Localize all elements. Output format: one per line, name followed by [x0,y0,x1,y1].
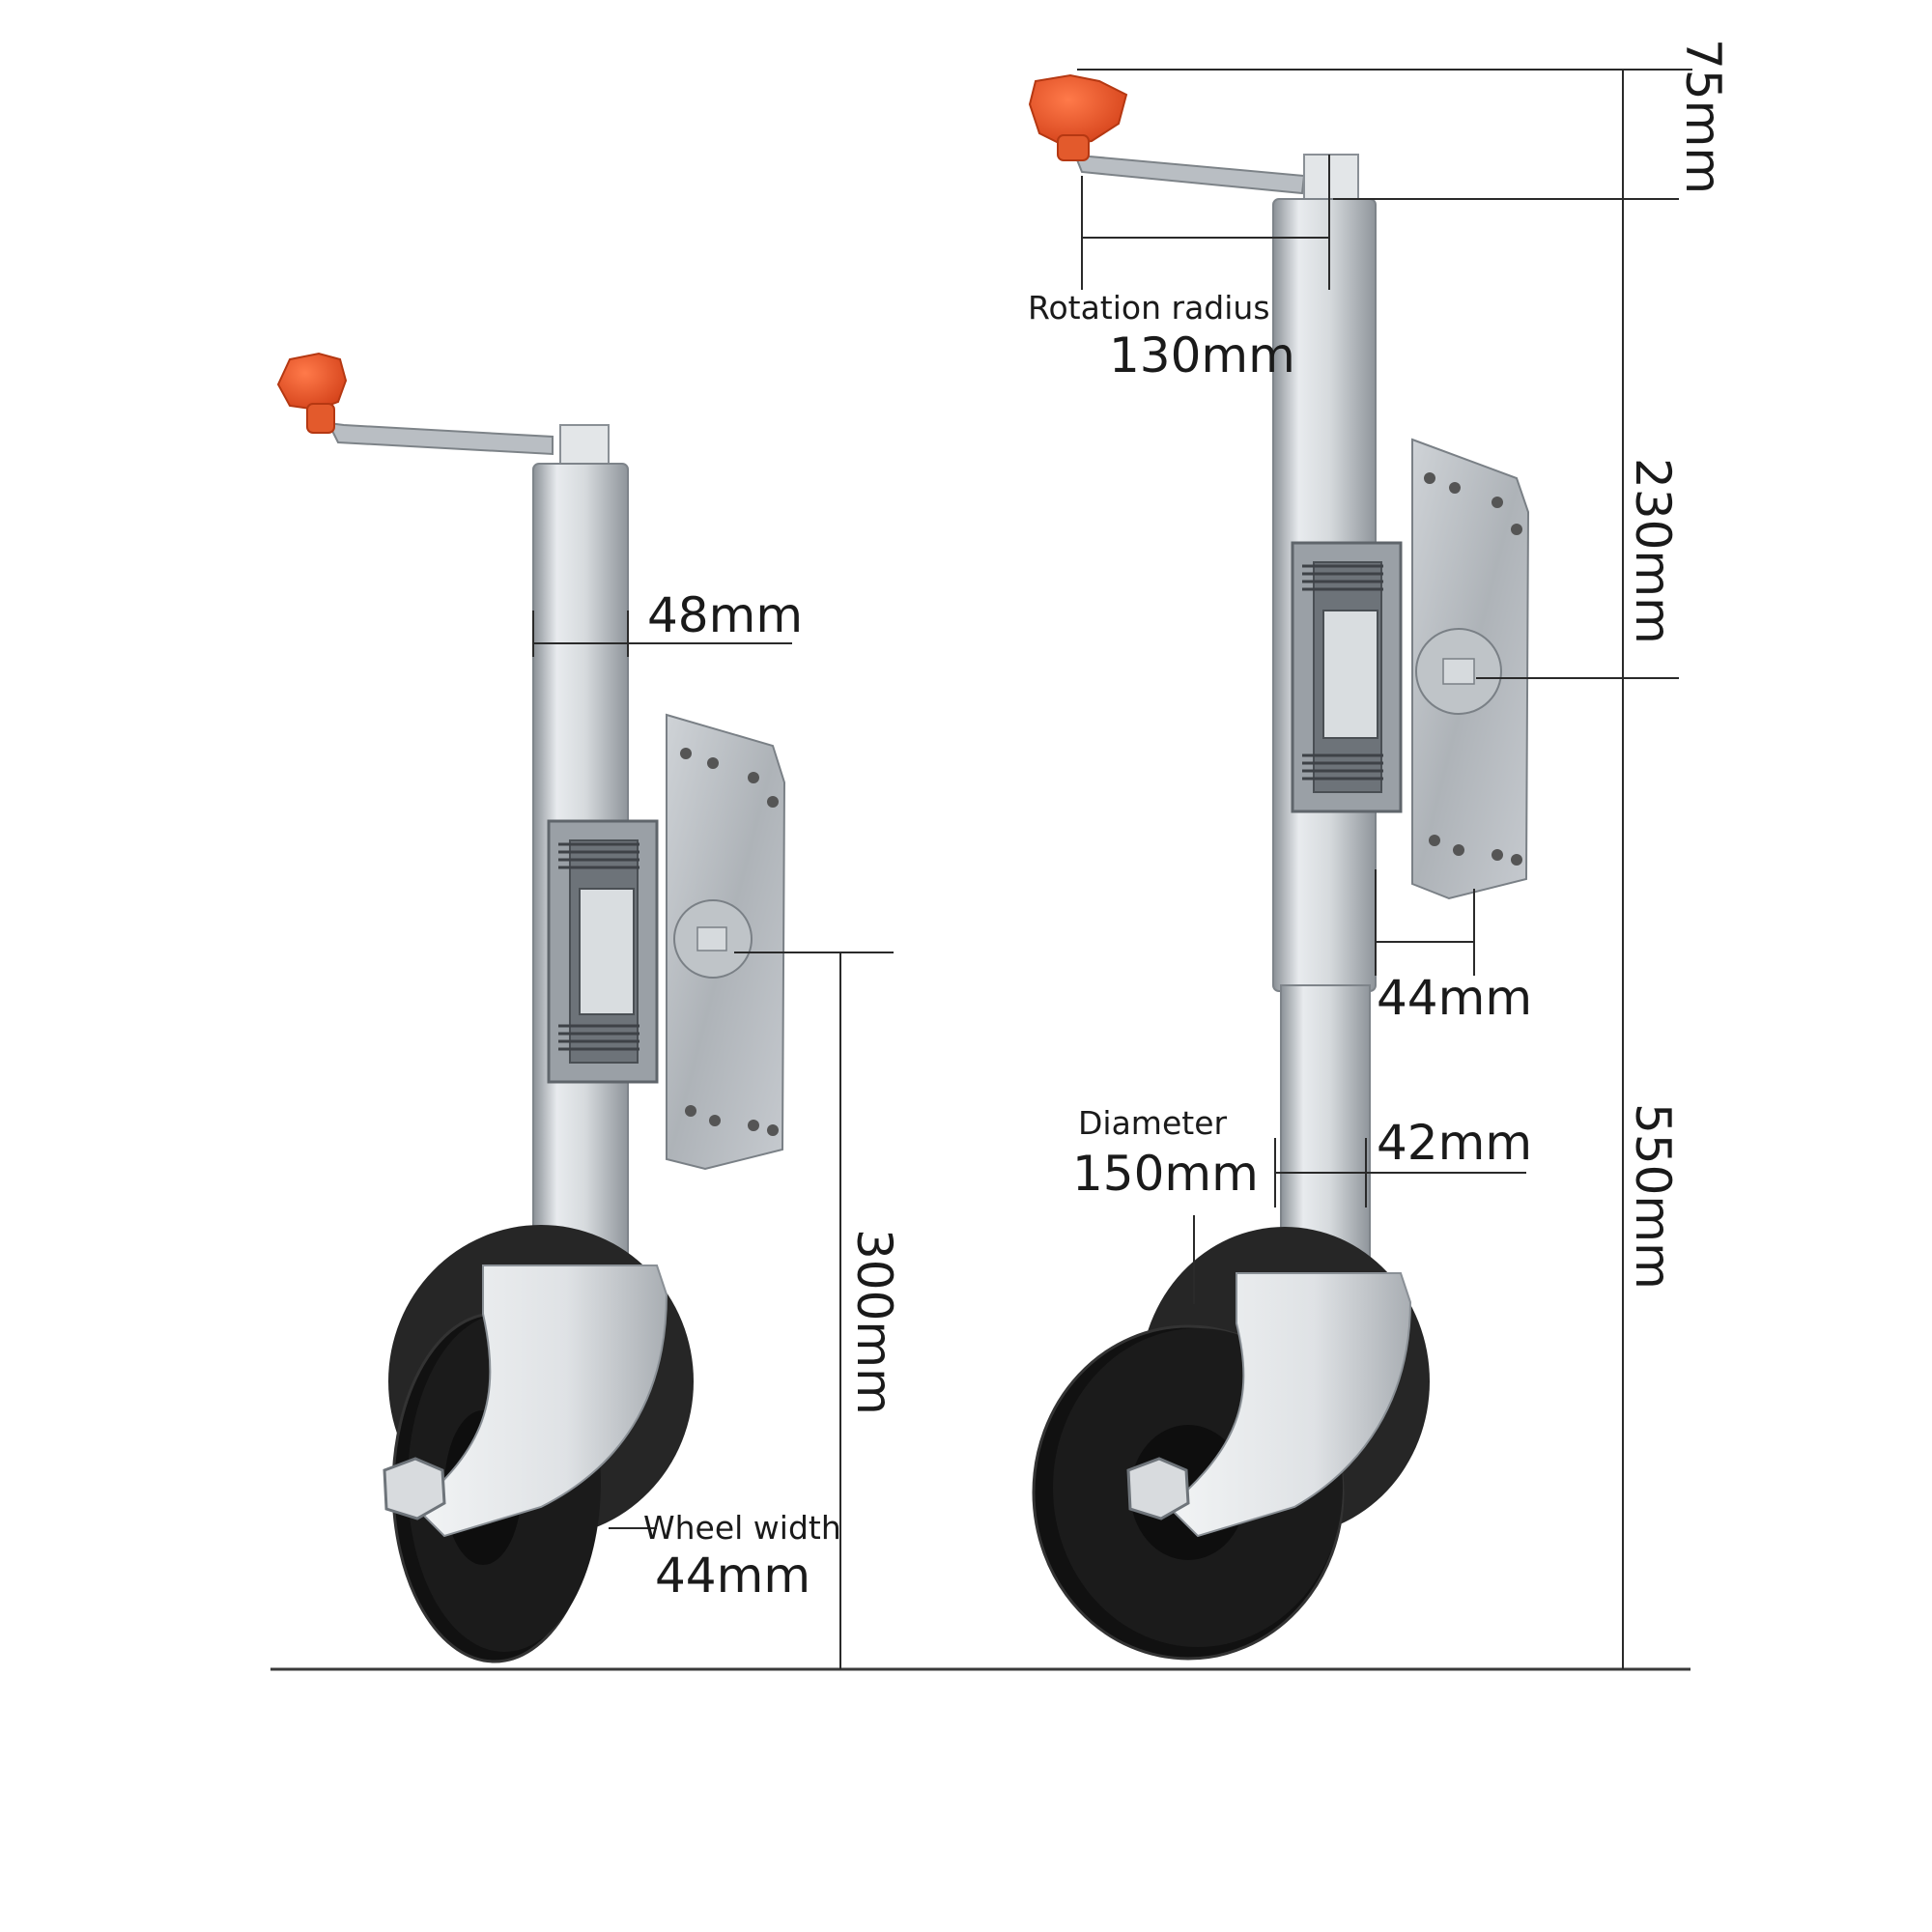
wheel-diameter-value: 150mm [1072,1146,1259,1202]
wheel-diameter-title: Diameter [1078,1104,1227,1142]
right-upper-height-label: 230mm [1625,458,1681,644]
right-wheel-fork [1167,1272,1412,1538]
rotation-radius-title: Rotation radius [1028,289,1270,327]
hex-bolt-icon [1126,1457,1190,1520]
left-wheel-width-title: Wheel width [643,1509,841,1547]
left-wheel-width-value: 44mm [655,1548,810,1604]
hex-bolt-icon [383,1457,446,1520]
left-jockey-wheel [276,352,786,1663]
bracket-offset-label: 44mm [1377,970,1532,1026]
orange-hand-knob-icon [276,352,348,412]
dimension-lines [270,69,1692,1671]
inner-tube-diameter-label: 42mm [1377,1115,1532,1171]
dimension-labels: 48mm 300mm Wheel width 44mm 75mm Rotatio… [643,39,1731,1604]
right-total-height-label: 550mm [1625,1103,1681,1290]
left-height-label: 300mm [846,1229,902,1415]
right-crank-handle [1028,73,1359,208]
right-jockey-wheel [1028,73,1530,1661]
right-crank-height-label: 75mm [1675,39,1731,194]
left-wheel-fork [413,1264,668,1538]
rotation-radius-value: 130mm [1109,327,1295,384]
right-inner-tube [1280,984,1371,1276]
left-tube-diameter-label: 48mm [647,587,803,643]
orange-hand-knob-icon [1028,73,1128,147]
left-crank-handle [276,352,610,472]
left-mounting-bracket [547,713,786,1171]
right-mounting-bracket [1291,438,1530,900]
